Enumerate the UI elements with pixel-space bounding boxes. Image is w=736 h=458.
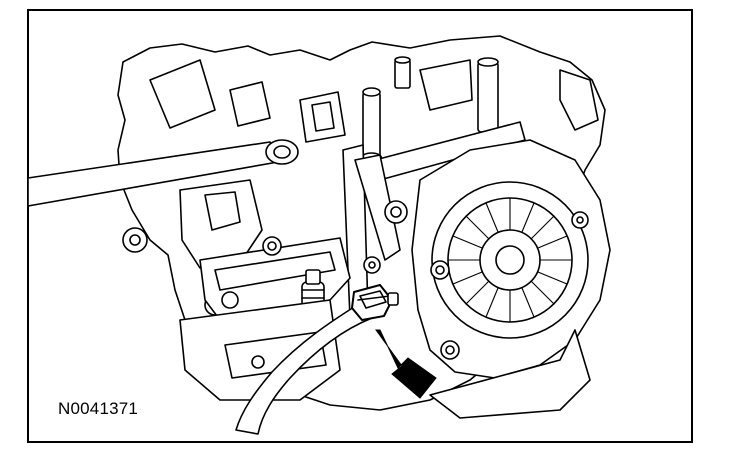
pointer-arrow xyxy=(375,329,437,399)
hose xyxy=(235,301,373,435)
stud-left xyxy=(362,91,381,159)
figure-id-label: N0041371 xyxy=(58,399,139,418)
stud-right xyxy=(477,61,499,133)
